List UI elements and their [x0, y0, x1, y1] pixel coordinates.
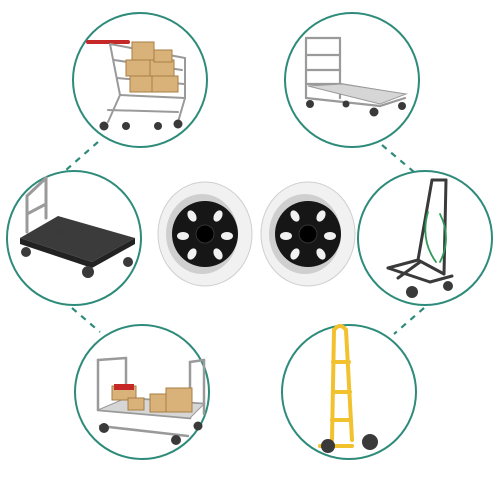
flat-cart-icon: [304, 36, 408, 117]
folding-hand-truck-icon: [386, 178, 454, 298]
utility-cart-icon: [96, 356, 206, 445]
connector-top-left: [65, 141, 99, 171]
wheel-pair: [157, 181, 356, 287]
wheel-icon: [157, 181, 253, 287]
hand-truck-icon: [318, 324, 378, 453]
wheel-icon: [260, 181, 356, 287]
frame-flat-cart: [284, 12, 420, 148]
connector-mid-right: [393, 307, 425, 335]
platform-truck-icon: [20, 176, 135, 278]
connector-mid-left: [71, 307, 101, 333]
frame-folding-hand-truck: [357, 170, 493, 306]
shopping-cart-icon: [86, 40, 186, 131]
connector-top-right: [381, 144, 415, 173]
